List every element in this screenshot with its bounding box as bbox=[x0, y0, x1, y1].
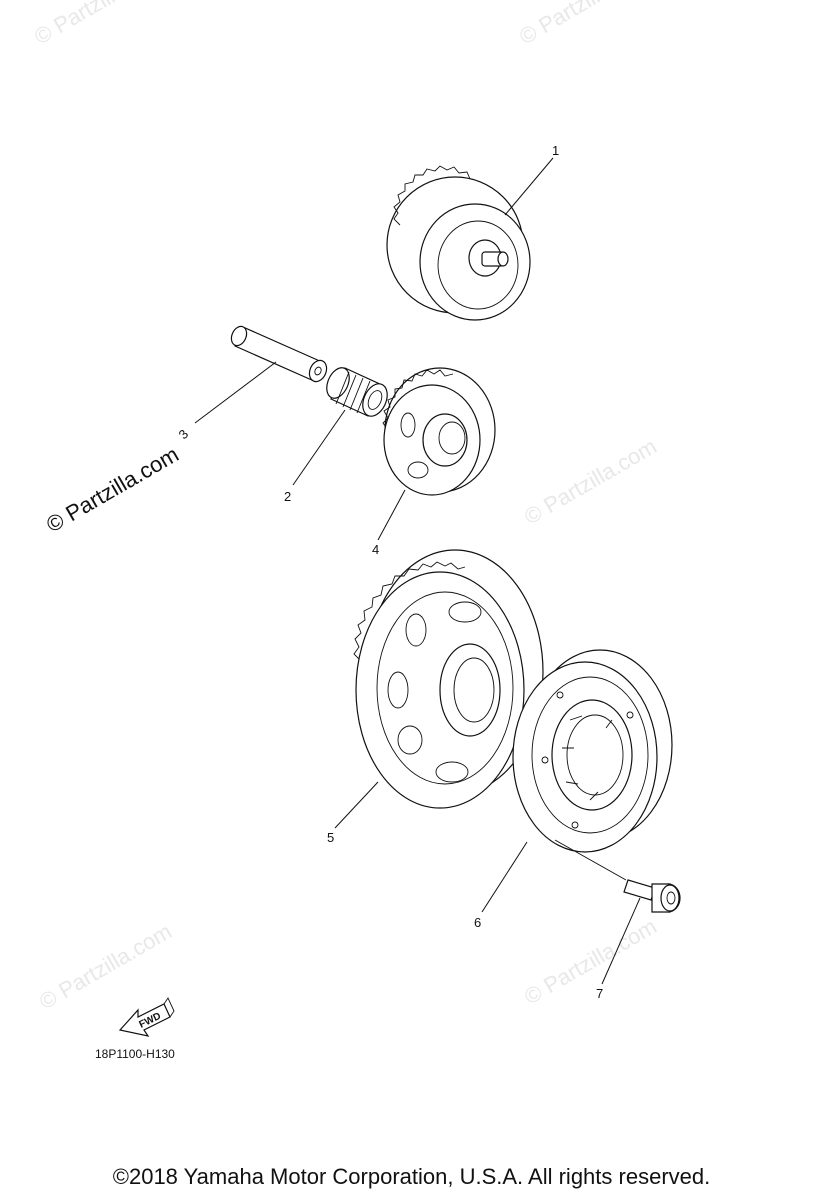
leader-line-4 bbox=[377, 489, 406, 541]
part-1-gear-drum bbox=[386, 165, 531, 321]
watermark: © Partzilla.com bbox=[35, 919, 176, 1015]
copyright-notice: ©2018 Yamaha Motor Corporation, U.S.A. A… bbox=[112, 1164, 711, 1189]
leader-line-6b bbox=[554, 839, 627, 881]
leader-line-5 bbox=[334, 781, 379, 829]
part-3-shaft bbox=[230, 325, 328, 383]
callout-2: 2 bbox=[284, 489, 291, 504]
watermark: © Partzilla.com bbox=[520, 434, 661, 530]
callout-7: 7 bbox=[596, 986, 603, 1001]
leader-line-6 bbox=[481, 841, 528, 913]
fwd-arrow-icon: FWD bbox=[118, 997, 175, 1037]
callout-6: 6 bbox=[474, 915, 481, 930]
callout-5: 5 bbox=[327, 830, 334, 845]
watermark: © Partzilla.com bbox=[515, 0, 656, 49]
part-4-idler-gear bbox=[382, 367, 496, 496]
watermark: © Partzilla.com bbox=[520, 914, 661, 1010]
leader-line-1 bbox=[504, 157, 554, 216]
watermark: © Partzilla.com bbox=[30, 0, 171, 49]
part-2-needle-bearing bbox=[326, 367, 388, 417]
part-6-one-way-clutch bbox=[512, 649, 673, 853]
leader-line-7 bbox=[601, 897, 641, 985]
callout-3: 3 bbox=[176, 426, 192, 442]
part-7-bolt bbox=[623, 879, 681, 913]
fwd-label: FWD bbox=[137, 1011, 162, 1031]
part-5-starter-wheel-gear bbox=[353, 549, 544, 809]
diagram-code: 18P1100-H130 bbox=[95, 1047, 175, 1061]
callout-4: 4 bbox=[372, 542, 379, 557]
leader-line-3 bbox=[194, 361, 277, 424]
watermark-prominent: © Partzilla.com bbox=[42, 442, 183, 538]
leader-line-2 bbox=[292, 409, 346, 486]
callout-1: 1 bbox=[552, 143, 559, 158]
